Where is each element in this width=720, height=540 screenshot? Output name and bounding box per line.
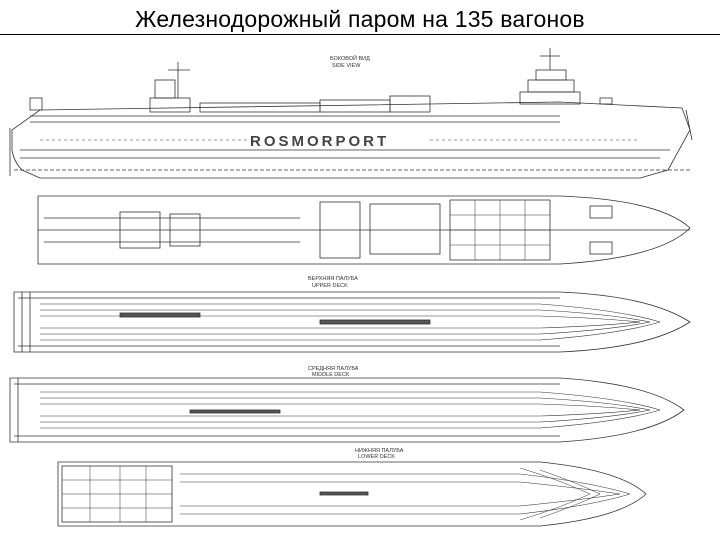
drawing-labels: БОКОВОЙ ВИД SIDE VIEW ROSMORPORT ВЕРХНЯЯ… <box>250 54 404 460</box>
lower-deck-plan <box>57 461 647 527</box>
upper-deck-label-en: UPPER DECK <box>312 283 348 289</box>
title-divider <box>0 34 720 35</box>
ferry-drawing: БОКОВОЙ ВИД SIDE VIEW ROSMORPORT ВЕРХНЯЯ… <box>9 48 693 527</box>
slide-title: Железнодорожный паром на 135 вагонов <box>135 6 585 32</box>
upper-deck-plan <box>13 291 691 353</box>
lower-deck-label-ru: НИЖНЯЯ ПАЛУБА <box>355 448 404 454</box>
middle-deck-plan <box>9 377 685 443</box>
side-view <box>9 48 693 179</box>
middle-deck-label-en: MIDDLE DECK <box>312 372 350 378</box>
side-view-label-ru: БОКОВОЙ ВИД <box>330 54 370 62</box>
middle-deck-label-ru: СРЕДНЯЯ ПАЛУБА <box>308 366 359 372</box>
lower-deck-label-en: LOWER DECK <box>358 454 395 460</box>
side-view-label-en: SIDE VIEW <box>332 63 361 69</box>
plan-view <box>37 195 691 265</box>
hull-lettering: ROSMORPORT <box>250 133 389 150</box>
upper-deck-label-ru: ВЕРХНЯЯ ПАЛУБА <box>308 276 358 282</box>
